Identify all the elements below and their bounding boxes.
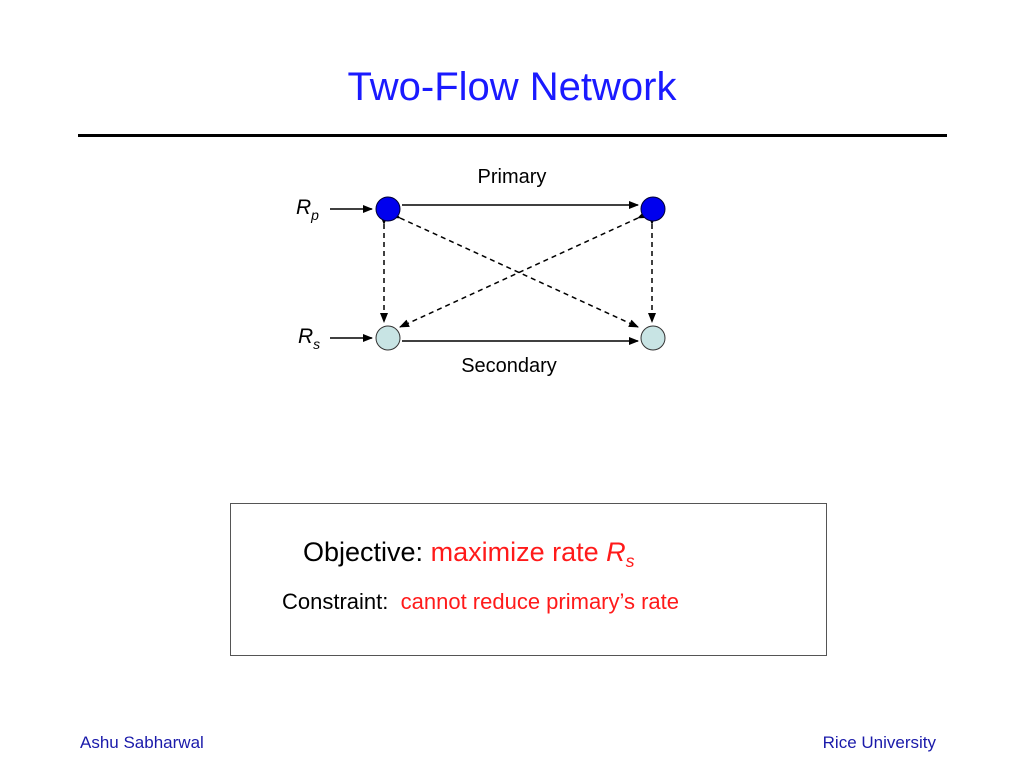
title-divider [78,134,947,137]
slide-title: Two-Flow Network [347,65,677,109]
two-flow-network-diagram: Primary Secondary Rp Rs [296,166,666,377]
primary-flow-label: Primary [478,166,547,188]
constraint-line: Constraint: cannot reduce primary’s rate [282,589,679,615]
secondary-destination-node [640,325,666,351]
footer-institution: Rice University [822,733,936,752]
secondary-rate-symbol: R [298,325,313,348]
primary-destination-node [640,196,666,222]
secondary-flow-label: Secondary [461,355,557,377]
secondary-rate-subscript: s [313,336,320,352]
primary-rate-subscript: p [310,207,319,223]
objective-box [230,503,827,656]
objective-text: maximize rate [430,537,599,567]
primary-source-node [375,196,401,222]
constraint-label: Constraint: [282,589,389,614]
objective-variable: Rs [606,537,634,571]
constraint-text: cannot reduce primary’s rate [400,589,680,614]
secondary-rate-label: Rs [298,325,320,352]
cross-dashed-link-2 [399,210,648,328]
primary-rate-symbol: R [296,196,311,219]
objective-variable-subscript: s [625,551,635,572]
footer-author: Ashu Sabharwal [80,733,204,752]
primary-rate-label: Rp [296,196,319,223]
secondary-source-node [375,325,401,351]
objective-variable-symbol: R [606,537,626,567]
objective-line: Objective: maximize rate Rs [303,537,635,571]
objective-label: Objective: [303,537,424,567]
